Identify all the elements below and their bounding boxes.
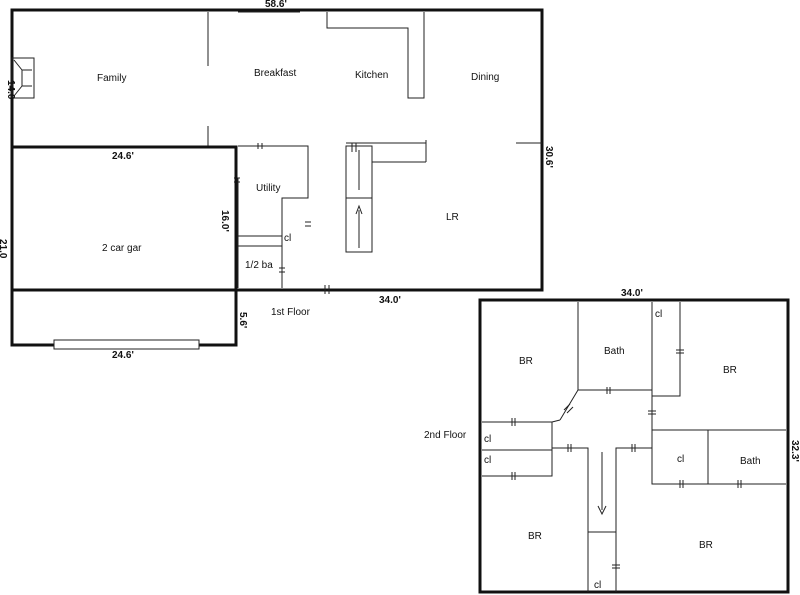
kitchen-counter bbox=[326, 12, 425, 99]
closets-left-walls bbox=[482, 421, 553, 477]
closet-top-label: cl bbox=[655, 309, 662, 320]
room-bath-right-label: Bath bbox=[740, 456, 761, 467]
fireplace-hearth bbox=[13, 59, 23, 97]
dim-first-floor-right: 30.6' bbox=[543, 146, 554, 168]
dim-utility: 16.0' bbox=[219, 210, 230, 232]
first-floor-plan: Family Breakfast Kitchen Dining Utility … bbox=[5, 0, 554, 318]
utility-room-walls bbox=[238, 145, 309, 247]
closet-right-label: cl bbox=[677, 454, 684, 465]
garage-plan: 2 car gar 24.6' 24.6' 21.0 5.6' bbox=[0, 145, 248, 361]
closet-top-walls bbox=[652, 302, 681, 397]
room-family-label: Family bbox=[97, 73, 126, 84]
garage-door bbox=[53, 339, 200, 350]
room-br-top-left-label: BR bbox=[519, 356, 533, 367]
room-bath-top-label: Bath bbox=[604, 346, 625, 357]
second-floor-plan: BR Bath BR Bath BR BR cl cl cl cl cl 34.… bbox=[424, 288, 800, 594]
room-breakfast-label: Breakfast bbox=[254, 68, 296, 79]
garage-label: 2 car gar bbox=[102, 243, 142, 254]
room-half-bath-label: 1/2 ba bbox=[245, 260, 273, 271]
dim-second-floor-right: 32.3' bbox=[789, 440, 800, 462]
first-floor-title: 1st Floor bbox=[271, 307, 311, 318]
dim-garage-right: 5.6' bbox=[237, 312, 248, 328]
room-lr-label: LR bbox=[446, 212, 459, 223]
first-floor-outline bbox=[10, 8, 544, 292]
room-dining-label: Dining bbox=[471, 72, 499, 83]
closet-label: cl bbox=[284, 233, 291, 244]
dim-garage-bottom: 24.6' bbox=[112, 350, 134, 361]
wall-bath-top-left bbox=[559, 302, 579, 421]
room-br-top-right-label: BR bbox=[723, 365, 737, 376]
stairwell bbox=[345, 145, 373, 253]
dim-garage-left: 21.0 bbox=[0, 239, 8, 259]
closet-left-2-label: cl bbox=[484, 455, 491, 466]
second-floor-outline bbox=[478, 298, 790, 594]
dim-first-floor-top: 58.6' bbox=[265, 0, 287, 10]
dim-garage-top: 24.6' bbox=[112, 151, 134, 162]
hall-wall-left bbox=[552, 447, 589, 592]
second-floor-title: 2nd Floor bbox=[424, 430, 467, 441]
dim-second-floor-top: 34.0' bbox=[621, 288, 643, 299]
room-kitchen-label: Kitchen bbox=[355, 70, 388, 81]
room-utility-label: Utility bbox=[256, 183, 280, 194]
closet-left-1-label: cl bbox=[484, 434, 491, 445]
wall-right-closet-bath bbox=[651, 430, 786, 485]
closet-bottom-label: cl bbox=[594, 580, 601, 591]
fireplace bbox=[11, 57, 35, 99]
room-br-bottom-left-label: BR bbox=[528, 531, 542, 542]
room-br-bottom-right-label: BR bbox=[699, 540, 713, 551]
hall-wall-right bbox=[615, 447, 652, 592]
dim-first-floor-left: 14.0 bbox=[5, 80, 16, 100]
dim-first-floor-bottom: 34.0' bbox=[379, 295, 401, 306]
